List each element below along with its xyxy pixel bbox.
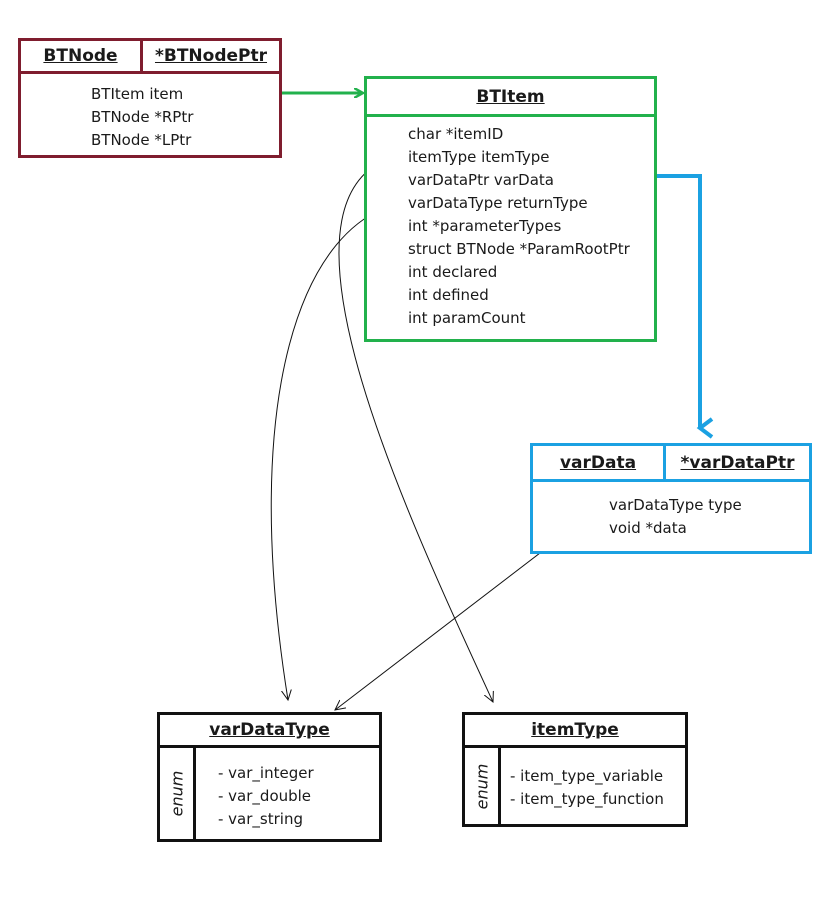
- btitem-field-paramcount: int paramCount: [408, 309, 526, 327]
- itemtype-enum[interactable]: itemType enum - item_type_variable - ite…: [462, 712, 688, 827]
- vardatatype-value-integer: - var_integer: [218, 764, 314, 782]
- btnode-fields: BTItem item BTNode *RPtr BTNode *LPtr: [91, 83, 193, 152]
- btitem-name: BTItem: [476, 86, 545, 107]
- vardatatype-enum[interactable]: varDataType enum - var_integer - var_dou…: [157, 712, 382, 842]
- vardatatype-kind-label: enum: [160, 748, 196, 839]
- edge-itemtype-to-itemtype-enum: [338, 152, 493, 702]
- itemtype-header: itemType: [465, 715, 685, 748]
- vardatatype-value-double: - var_double: [218, 787, 312, 805]
- vardata-field-data: void *data: [609, 519, 687, 537]
- itemtype-name: itemType: [531, 720, 619, 740]
- btitem-field-itemtype: itemType itemType: [408, 148, 550, 166]
- vardatatype-header: varDataType: [160, 715, 379, 748]
- vardata-pointer-name: *varDataPtr: [680, 452, 795, 473]
- vardatatype-kind: enum: [167, 770, 186, 817]
- btitem-struct[interactable]: BTItem char *itemID itemType itemType va…: [364, 76, 657, 342]
- btitem-field-defined: int defined: [408, 286, 489, 304]
- btitem-header: BTItem: [367, 79, 654, 117]
- itemtype-kind: enum: [472, 763, 491, 809]
- itemtype-value-function: - item_type_function: [510, 790, 664, 808]
- btitem-field-paramrootptr: struct BTNode *ParamRootPtr: [408, 240, 630, 258]
- btnode-pointer-name: *BTNodePtr: [154, 46, 268, 66]
- btitem-fields: char *itemID itemType itemType varDataPt…: [408, 123, 630, 330]
- vardata-header: varData *varDataPtr: [533, 446, 809, 482]
- vardata-struct[interactable]: varData *varDataPtr varDataType type voi…: [530, 443, 812, 554]
- btnode-name: BTNode: [21, 41, 143, 71]
- btitem-field-returntype: varDataType returnType: [408, 194, 588, 212]
- btnode-field-rptr: BTNode *RPtr: [91, 108, 194, 126]
- vardatatype-name: varDataType: [209, 720, 330, 740]
- btitem-field-parametertypes: int *parameterTypes: [408, 217, 562, 235]
- btnode-header: BTNode *BTNodePtr: [21, 41, 279, 74]
- vardatatype-values: - var_integer - var_double - var_string: [218, 762, 314, 831]
- btitem-field-declared: int declared: [408, 263, 498, 281]
- btitem-field-itemid: char *itemID: [408, 125, 504, 143]
- itemtype-values: - item_type_variable - item_type_functio…: [510, 765, 664, 811]
- btnode-field-lptr: BTNode *LPtr: [91, 131, 192, 149]
- btitem-field-vardata: varDataPtr varData: [408, 171, 554, 189]
- vardata-fields: varDataType type void *data: [609, 494, 742, 540]
- itemtype-kind-label: enum: [465, 748, 501, 824]
- btnode-field-item: BTItem item: [91, 85, 184, 103]
- vardata-field-type: varDataType type: [609, 496, 742, 514]
- itemtype-value-variable: - item_type_variable: [510, 767, 664, 785]
- vardatatype-value-string: - var_string: [218, 810, 303, 828]
- btnode-struct[interactable]: BTNode *BTNodePtr BTItem item BTNode *RP…: [18, 38, 282, 158]
- vardata-name: varData: [533, 446, 666, 479]
